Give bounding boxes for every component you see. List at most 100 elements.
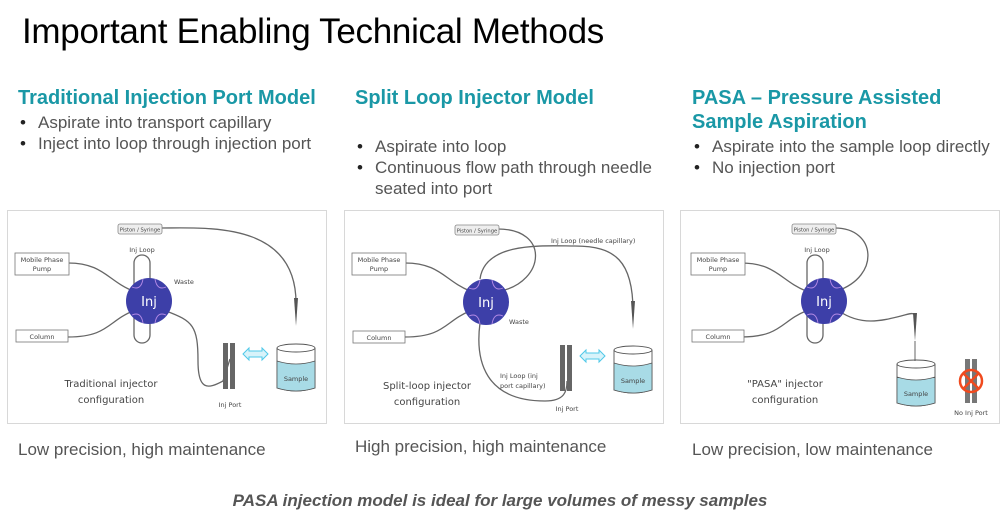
pump-box <box>351 252 407 276</box>
inj-port-label: Inj Port <box>556 405 579 413</box>
loop-needle-label: Inj Loop (needle capillary) <box>551 237 635 245</box>
caption-pasa: Low precision, low maintenance <box>692 440 933 459</box>
column-box <box>15 329 69 343</box>
pump-label: Pump <box>33 265 51 273</box>
injection-valve <box>463 279 509 325</box>
injection-valve <box>801 278 847 324</box>
piston-syringe-box <box>454 224 500 236</box>
no-port-icon <box>958 368 984 394</box>
inj-loop-label: Inj Loop <box>129 246 155 254</box>
pump-label: Mobile Phase <box>21 256 64 264</box>
tube-piston <box>834 227 869 292</box>
bullet-list: Aspirate into the sample loop directly N… <box>692 136 1000 178</box>
no-port-cross <box>962 372 980 390</box>
piston-label: Piston / Syringe <box>457 229 497 235</box>
piston-syringe-box <box>791 223 837 235</box>
loop-needle-capillary <box>479 245 634 312</box>
tube-pump <box>404 262 471 292</box>
sample-label: Sample <box>284 375 308 383</box>
piston-syringe-box <box>117 223 163 235</box>
piston-label: Piston / Syringe <box>120 228 160 234</box>
loop-port-label: port capillary) <box>500 382 546 390</box>
config-label: Traditional injector <box>64 379 159 390</box>
column-label: Column <box>30 333 55 341</box>
config-label: configuration <box>78 395 144 406</box>
bullet-item: Inject into loop through injection port <box>20 133 338 154</box>
vial-rim <box>276 343 316 353</box>
pump-label: Pump <box>709 265 727 273</box>
valve-ports <box>131 278 167 324</box>
sample-liquid <box>613 362 653 394</box>
tube-port <box>165 310 231 387</box>
column-heading: PASA – Pressure Assisted Sample Aspirati… <box>692 87 942 133</box>
sample-liquid <box>276 360 316 392</box>
valve-ports <box>806 278 842 324</box>
tube-needle <box>160 227 297 307</box>
column-label: Column <box>367 334 392 342</box>
config-label: configuration <box>752 395 818 406</box>
sample-liquid <box>896 376 936 407</box>
diagram-pasa: Piston / Syringe Mobile Phase Pump Colum… <box>680 210 1000 424</box>
tube-piston <box>497 228 536 292</box>
sample-label: Sample <box>904 390 928 398</box>
bullet-item: Continuous flow path through needle seat… <box>357 157 675 199</box>
swap-arrow-icon <box>579 348 606 364</box>
inj-port-right <box>230 343 235 389</box>
valve-label: Inj <box>816 295 832 310</box>
diagram-traditional: Piston / Syringe Mobile Phase Pump Colum… <box>7 210 327 424</box>
bullet-item: Aspirate into loop <box>357 136 675 157</box>
tube-needle <box>838 310 916 322</box>
diagram-split-loop: Piston / Syringe Mobile Phase Pump Colum… <box>344 210 664 424</box>
loop-port-capillary <box>478 322 568 402</box>
injection-valve <box>126 278 172 324</box>
needle <box>913 313 917 341</box>
valve-label: Inj <box>478 296 494 311</box>
bullet-list: Aspirate into transport capillary Inject… <box>18 112 338 154</box>
inj-port-left <box>560 345 565 391</box>
removed-port-right <box>972 359 977 403</box>
vial-rim <box>613 345 653 355</box>
config-label: "PASA" injector <box>747 379 824 390</box>
pump-label: Mobile Phase <box>358 256 401 264</box>
inj-port-left <box>223 343 228 389</box>
pump-box <box>690 252 746 276</box>
column-heading: Split Loop Injector Model <box>355 87 594 109</box>
column-box <box>352 330 406 344</box>
sample-label: Sample <box>621 377 645 385</box>
column-heading: Traditional Injection Port Model <box>18 87 316 109</box>
inj-loop-label: Inj Loop <box>804 246 830 254</box>
removed-port-left <box>965 359 970 403</box>
tube-pump <box>740 262 807 292</box>
pump-label: Mobile Phase <box>697 256 740 264</box>
inj-port-label: Inj Port <box>219 401 242 409</box>
waste-label: Waste <box>174 278 194 286</box>
caption-split-loop: High precision, high maintenance <box>355 437 607 456</box>
slide-title: Important Enabling Technical Methods <box>22 12 604 51</box>
caption-traditional: Low precision, high maintenance <box>18 440 266 459</box>
column-pasa: PASA – Pressure Assisted Sample Aspirati… <box>692 86 1000 178</box>
bullet-item: Aspirate into transport capillary <box>20 112 338 133</box>
column-label: Column <box>706 333 731 341</box>
vial-rim <box>896 359 936 369</box>
tube-column <box>67 310 134 338</box>
bullet-list: Aspirate into loop Continuous flow path … <box>355 136 675 199</box>
footer-note: PASA injection model is ideal for large … <box>232 491 768 510</box>
pump-label: Pump <box>370 265 388 273</box>
waste-label: Waste <box>509 318 529 326</box>
tube-column <box>404 310 471 338</box>
needle <box>294 298 298 326</box>
config-label: Split-loop injector <box>383 381 472 392</box>
tube-column <box>740 310 807 338</box>
bullet-item: No injection port <box>694 157 1000 178</box>
config-label: configuration <box>394 397 460 408</box>
bullet-item: Aspirate into the sample loop directly <box>694 136 1000 157</box>
valve-label: Inj <box>141 295 157 310</box>
valve-ports <box>468 279 504 325</box>
no-port-label: No Inj Port <box>954 409 988 417</box>
pump-box <box>14 252 70 276</box>
loop-port-label: Inj Loop (inj <box>500 372 538 380</box>
column-traditional: Traditional Injection Port Model Aspirat… <box>18 86 338 154</box>
swap-arrow-icon <box>242 346 269 362</box>
column-box <box>691 329 745 343</box>
inj-port-right <box>567 345 572 391</box>
